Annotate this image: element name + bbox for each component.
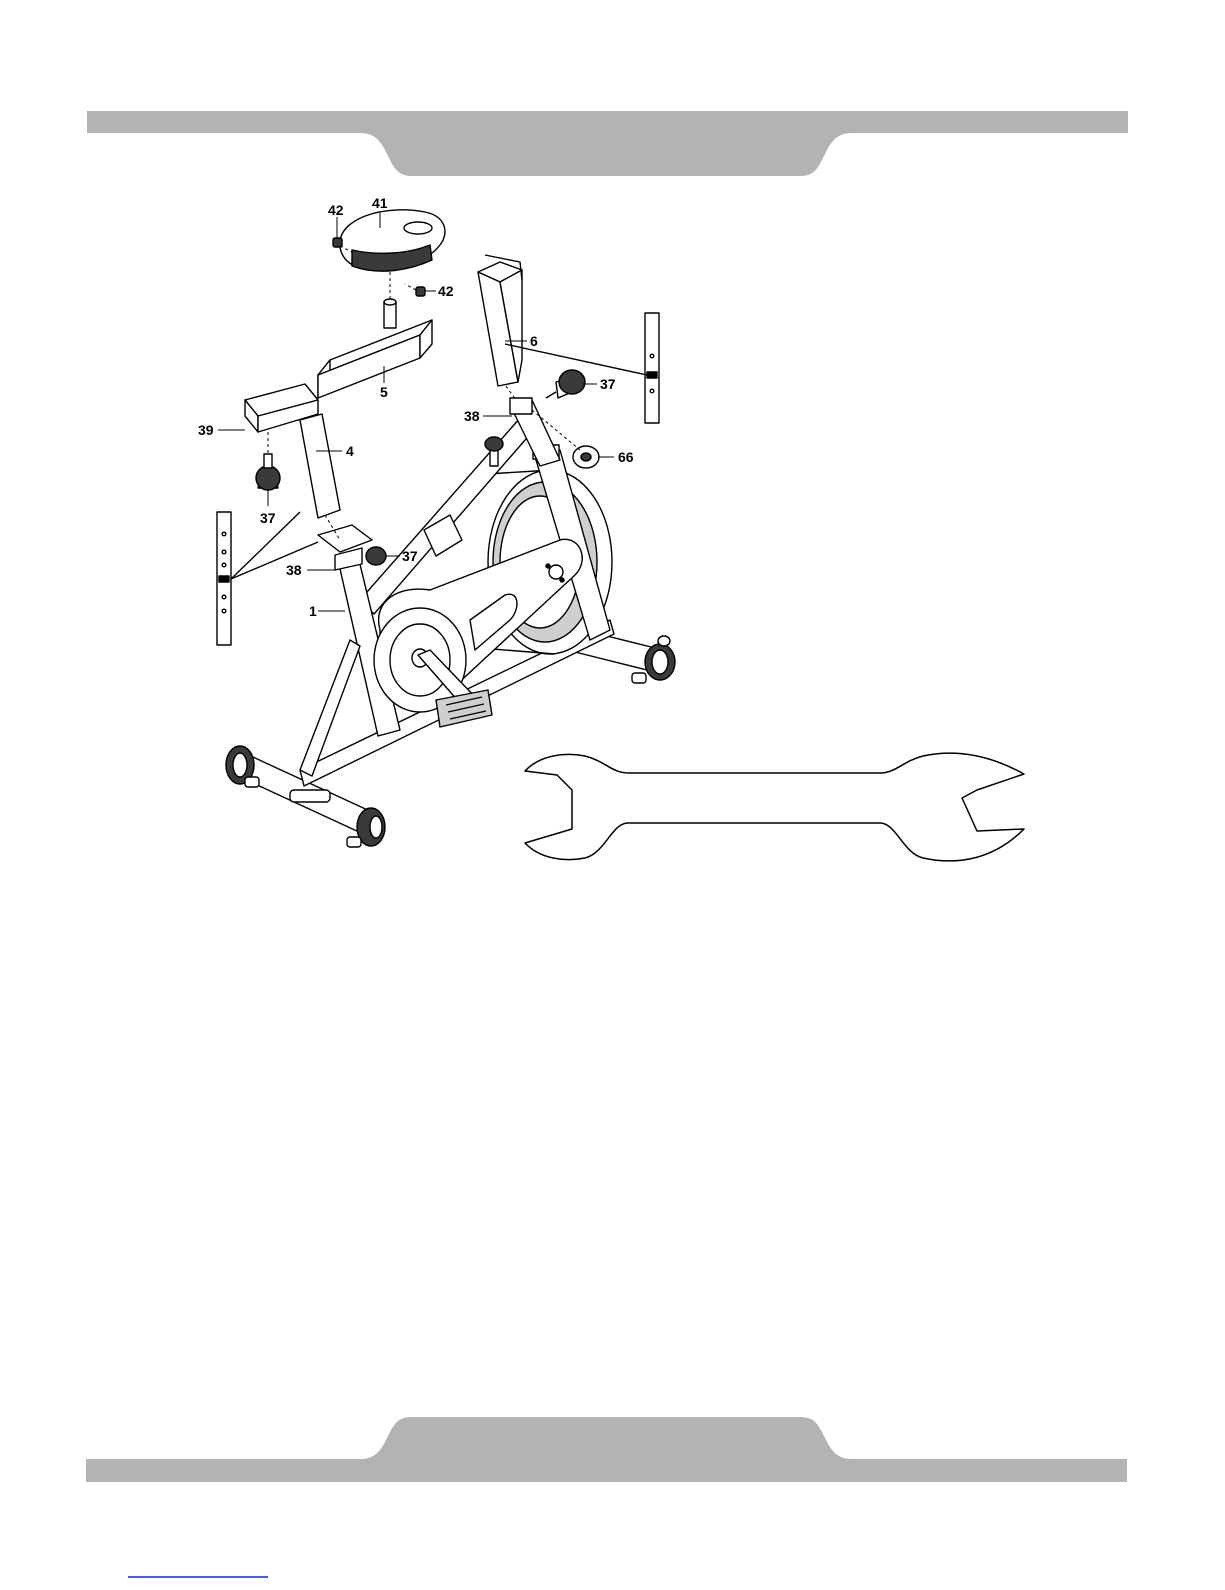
label-66: 66 [618, 449, 634, 465]
footer-band [86, 1417, 1127, 1482]
knob-66 [573, 446, 599, 468]
exercise-bike-diagram: 42 41 42 6 5 37 38 39 4 66 37 37 38 1 [198, 195, 675, 847]
seat-slider [318, 299, 432, 398]
handlebar-post [478, 255, 522, 386]
label-41: 41 [372, 195, 388, 211]
label-37-mid: 37 [402, 548, 418, 564]
nut-42-right [416, 287, 425, 296]
label-1: 1 [309, 603, 317, 619]
header-band [87, 111, 1128, 176]
label-39: 39 [198, 422, 214, 438]
label-5: 5 [380, 384, 388, 400]
label-38-left: 38 [286, 562, 302, 578]
label-38-top: 38 [464, 408, 480, 424]
label-42-right: 42 [438, 283, 454, 299]
wrench-icon [525, 753, 1024, 861]
height-scale-left [217, 512, 318, 645]
nut-42-left [333, 238, 342, 247]
saddle [340, 210, 445, 271]
label-37-top: 37 [600, 376, 616, 392]
label-4: 4 [346, 443, 354, 459]
label-37-left: 37 [260, 510, 276, 526]
knob-37-top [546, 370, 585, 398]
label-42-left: 42 [328, 202, 344, 218]
label-6: 6 [530, 333, 538, 349]
knob-37-left [256, 454, 280, 490]
